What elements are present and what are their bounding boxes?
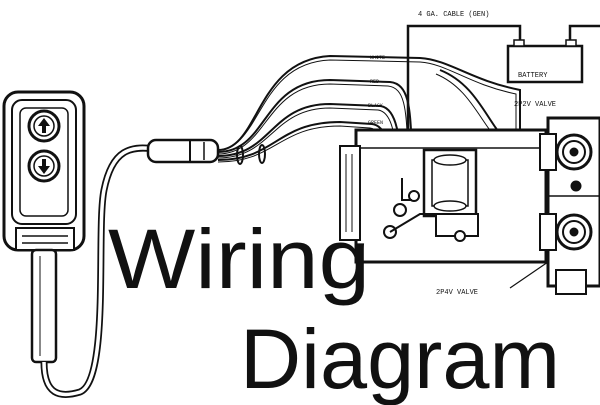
valve-2p2v-label: 2P2V VALVE <box>514 101 556 109</box>
arrow-down-icon <box>38 159 50 174</box>
wire-label-white: WHITE <box>370 55 385 61</box>
cable-label: 4 GA. CABLE (GEN) <box>418 11 489 19</box>
battery: BATTERY <box>506 39 584 84</box>
pendant-control <box>2 90 86 364</box>
title-diagram: Diagram <box>240 312 560 405</box>
solenoid <box>383 148 479 242</box>
down-button[interactable] <box>27 149 61 183</box>
up-button[interactable] <box>27 109 61 143</box>
wire-label-green: GREEN <box>368 120 383 126</box>
cord-connector <box>146 138 220 164</box>
title-wiring: Wiring <box>108 212 370 306</box>
wire-label-red: RED <box>370 79 379 85</box>
valve-2p4v <box>539 213 593 251</box>
valve-2p2v <box>539 133 593 171</box>
wire-label-black: BLACK <box>368 103 383 109</box>
valve-2p4v-label: 2P4V VALVE <box>436 289 478 297</box>
arrow-up-icon <box>38 118 50 133</box>
battery-label: BATTERY <box>518 72 548 80</box>
